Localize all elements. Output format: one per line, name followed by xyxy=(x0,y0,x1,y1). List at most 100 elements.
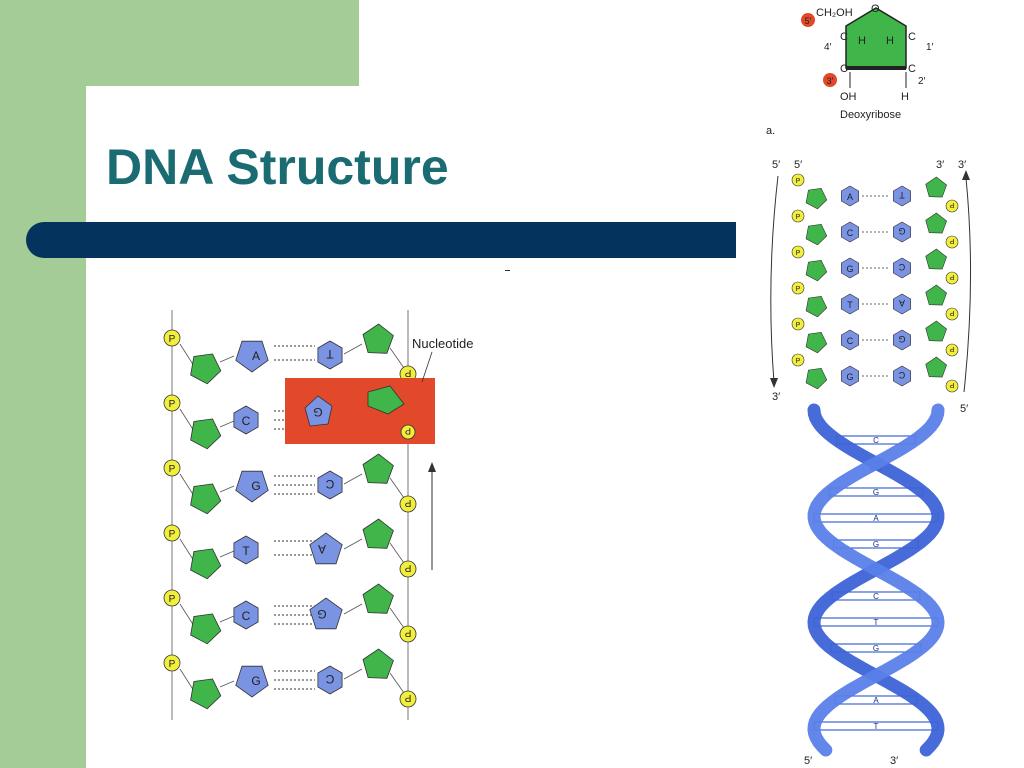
phosphate-left xyxy=(163,654,181,672)
base-left xyxy=(235,470,269,503)
ladder-direction-arrow xyxy=(428,462,436,570)
double-helix-diagram: a. 5′ 5′ 3′ 3′ 3′ 5′ 5′ 3′ PAPCPGPTPCPGT… xyxy=(766,125,972,767)
helix-base-right-label: T xyxy=(899,190,905,200)
helix-phosphate-left-label: P xyxy=(796,178,801,185)
hydrogen-4: H xyxy=(858,35,866,47)
helix-rung-label: G xyxy=(873,540,879,549)
helix-phosphate-right xyxy=(945,343,959,357)
base-right-label: G xyxy=(317,607,326,621)
glycosidic-bond-right xyxy=(343,538,363,550)
helix-phosphate-left xyxy=(791,245,805,259)
backbone-link-right xyxy=(389,607,405,629)
hydrogen-2: H xyxy=(901,91,909,103)
backbone-link-left xyxy=(179,343,195,367)
panel-label: a. xyxy=(766,125,775,137)
backbone-link-left xyxy=(179,603,195,627)
helix-phosphate-left-label: P xyxy=(796,250,801,257)
helix-phosphate-right-label: P xyxy=(949,381,954,388)
helix-direction-arrows xyxy=(770,170,972,393)
helix-sugar-left xyxy=(805,331,828,354)
helix-rung-label: A xyxy=(873,514,879,523)
helix-sugar-right xyxy=(925,284,947,306)
helix-phosphate-right-label: P xyxy=(949,201,954,208)
glycosidic-bond-right xyxy=(343,343,363,355)
helix-phosphate-left xyxy=(791,173,805,187)
base-left-label: C xyxy=(242,609,251,623)
ring-oxygen: O xyxy=(871,3,880,15)
helix-base-right-label: G xyxy=(898,334,905,344)
helix-sugar-left xyxy=(805,223,828,246)
end-top-right-inner: 3′ xyxy=(936,159,944,171)
helix-base-right-label: G xyxy=(898,226,905,236)
backbone-link-left xyxy=(179,473,195,497)
helix-base-left xyxy=(841,365,859,387)
glycosidic-bond-left xyxy=(219,615,235,623)
helix-sugar-left xyxy=(805,367,828,390)
phosphate-right-label: P xyxy=(404,497,411,508)
sugar-right xyxy=(362,453,394,484)
helix-rung-label: C xyxy=(873,436,879,445)
nucleotide-callout-label: Nucleotide xyxy=(412,336,473,351)
helix-sugar-right xyxy=(925,176,947,198)
helix-phosphate-right xyxy=(945,379,959,393)
helix-rung-label: T xyxy=(874,618,879,627)
end-top-left-outer: 5′ xyxy=(772,159,780,171)
nucleotide-highlight-box: G P xyxy=(285,378,435,444)
carbon-3-marker xyxy=(823,73,837,87)
sugar-right xyxy=(362,518,394,549)
base-left xyxy=(233,405,259,435)
base-right xyxy=(317,470,343,500)
backbone-link-right xyxy=(389,672,405,694)
carbon-5-marker-label: 5' xyxy=(805,16,812,26)
phosphate-left xyxy=(163,459,181,477)
helix-phosphate-left-label: P xyxy=(796,322,801,329)
backbone-link-right xyxy=(389,542,405,564)
phosphate-left-label: P xyxy=(169,334,176,345)
helix-phosphate-left-label: P xyxy=(796,286,801,293)
phosphate-left-label: P xyxy=(169,594,176,605)
deoxyribose-ring xyxy=(845,7,907,69)
sugar-left xyxy=(190,483,222,515)
highlight-base-shape xyxy=(304,395,333,427)
glycosidic-bond-left xyxy=(219,680,235,688)
helix-phosphate-left xyxy=(791,209,805,223)
title-underline-bar xyxy=(26,222,736,258)
highlight-sugar-shape xyxy=(367,385,405,415)
position-4: 4′ xyxy=(824,42,832,53)
highlight-phosphate-label: P xyxy=(405,426,411,436)
glycosidic-bond-left xyxy=(219,420,235,428)
sugar-left xyxy=(190,418,222,450)
end-bottom-left: 5′ xyxy=(804,755,812,767)
green-side-panel xyxy=(0,0,86,768)
helix-phosphate-right-label: P xyxy=(949,273,954,280)
helix-phosphate-left xyxy=(791,317,805,331)
base-right-label: C xyxy=(325,672,334,686)
phosphate-left xyxy=(163,394,181,412)
carbon-3: C xyxy=(840,63,848,75)
helix-base-right xyxy=(893,293,911,315)
helix-strand-b xyxy=(807,403,945,757)
helix-base-right-label: C xyxy=(898,262,905,272)
deoxyribose-diagram: 5' 3' CH₂OH O C C C C H H 4′ 1′ 2′ OH H … xyxy=(801,3,934,121)
helix-base-right xyxy=(893,365,911,387)
highlight-base-label: G xyxy=(313,405,322,419)
helix-base-left-label: A xyxy=(847,192,853,202)
helix-base-left xyxy=(841,293,859,315)
phosphate-right xyxy=(399,495,417,513)
helix-base-left-label: G xyxy=(846,264,853,274)
backbone-link-left xyxy=(179,408,195,432)
helix-phosphate-left xyxy=(791,281,805,295)
base-left xyxy=(235,340,269,373)
carbon-2: C xyxy=(908,63,916,75)
helix-base-left-label: C xyxy=(847,336,854,346)
helix-rung-label: G xyxy=(873,488,879,497)
helix-base-left-label: T xyxy=(847,300,853,310)
helix-base-right xyxy=(893,185,911,207)
base-right-label: C xyxy=(325,477,334,491)
helix-base-left xyxy=(841,329,859,351)
hydrogen-1: H xyxy=(886,35,894,47)
helix-base-left-label: G xyxy=(846,372,853,382)
end-bottom-right: 3′ xyxy=(890,755,898,767)
